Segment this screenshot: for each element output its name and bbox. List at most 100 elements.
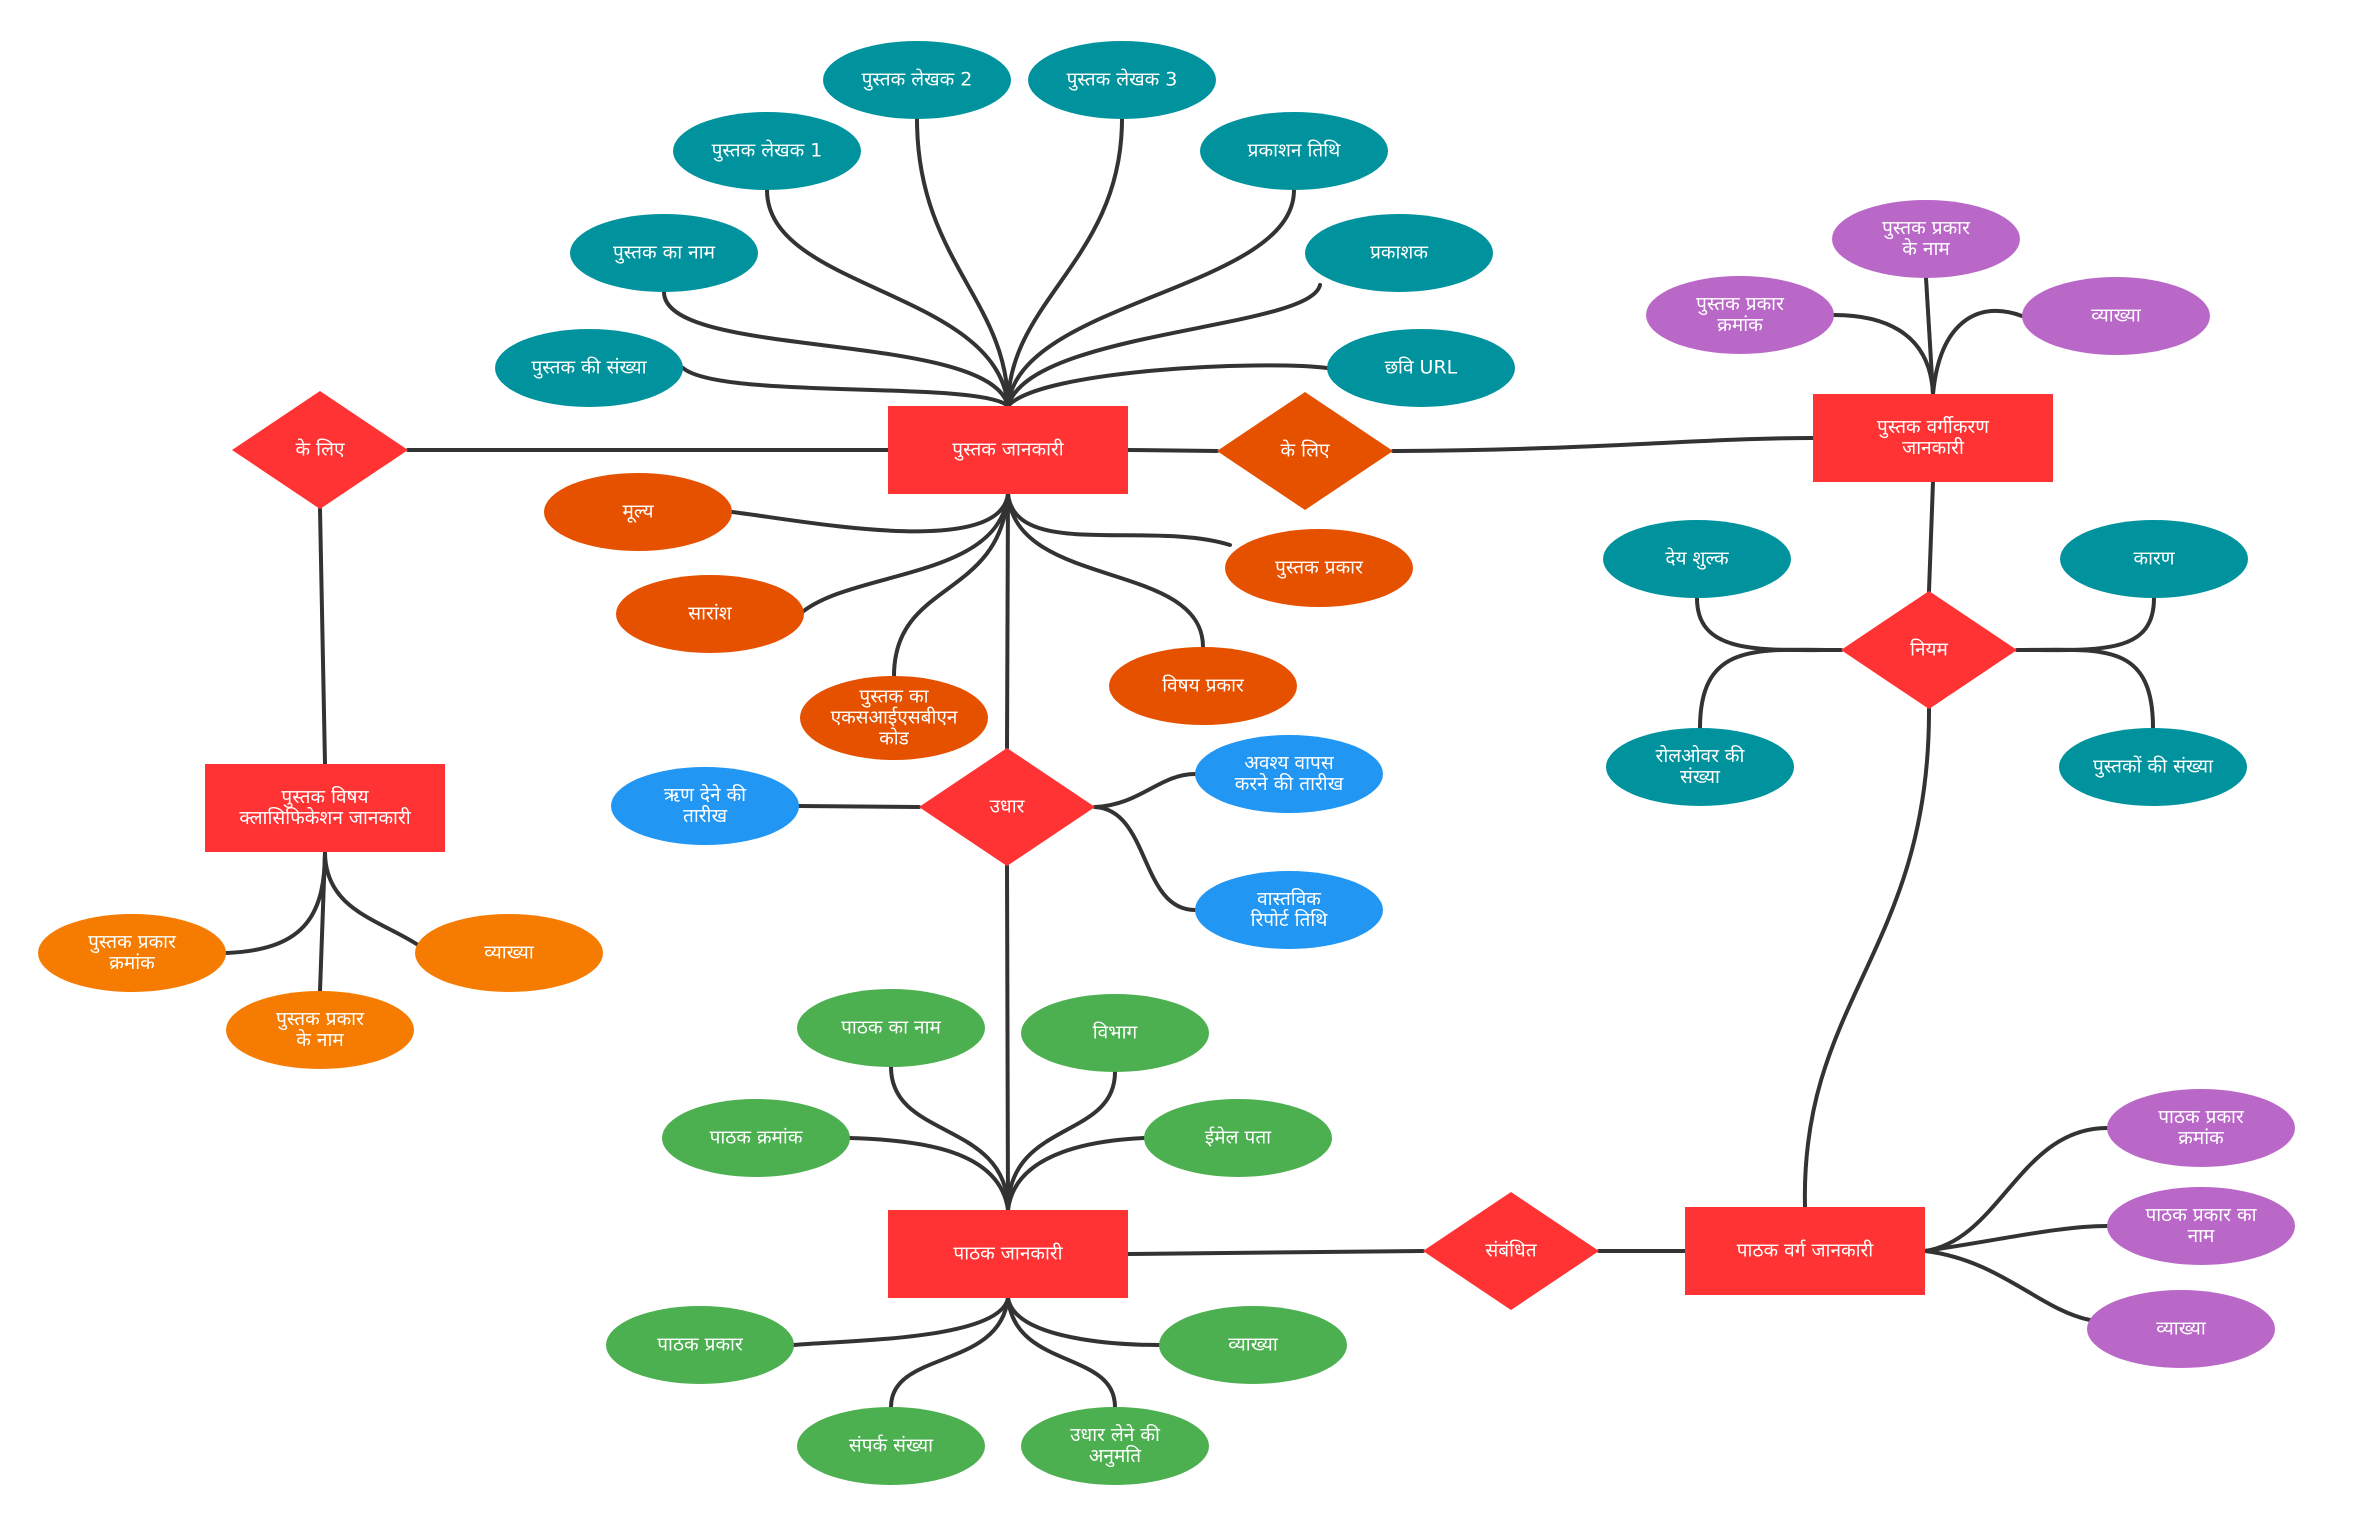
attribute-label: सारांश xyxy=(688,603,732,625)
connector-line xyxy=(2015,647,2155,730)
attribute-books-count[interactable]: पुस्तकों की संख्या xyxy=(2059,728,2247,806)
attribute-shape xyxy=(611,767,799,845)
attribute-reader-no[interactable]: पाठक क्रमांक xyxy=(662,1099,850,1177)
attribute-subj-desc[interactable]: व्याख्या xyxy=(415,914,603,992)
attribute-reader-desc[interactable]: व्याख्या xyxy=(1159,1306,1347,1384)
connector-line xyxy=(1006,1070,1117,1212)
attribute-label: पाठक क्रमांक xyxy=(710,1127,803,1149)
attribute-shape xyxy=(797,1407,985,1485)
attribute-shape xyxy=(1109,647,1297,725)
connector-line xyxy=(662,290,1010,408)
relationship-rel-borrow[interactable]: उधार xyxy=(919,748,1095,866)
attribute-book-number[interactable]: पुस्तक की संख्या xyxy=(495,329,683,407)
attribute-cls-type-no[interactable]: पुस्तक प्रकारक्रमांक xyxy=(1646,276,1834,354)
relationship-label: के लिए xyxy=(296,438,345,461)
attribute-borrow-perm[interactable]: उधार लेने कीअनुमति xyxy=(1021,1407,1209,1485)
attribute-book-author1[interactable]: पुस्तक लेखक 1 xyxy=(673,112,861,190)
attribute-book-author2[interactable]: पुस्तक लेखक 2 xyxy=(823,41,1011,119)
attribute-label: ऋण देने की xyxy=(664,783,747,806)
attribute-label: प्रकाशक xyxy=(1370,242,1428,264)
relationship-shape xyxy=(919,748,1095,866)
attribute-label: वास्तविक xyxy=(1257,887,1321,910)
relationship-rel-rule[interactable]: नियम xyxy=(1841,591,2017,709)
attribute-image-url[interactable]: छवि URL xyxy=(1327,329,1515,407)
attribute-shape xyxy=(226,991,414,1069)
attribute-email[interactable]: ईमेल पता xyxy=(1144,1099,1332,1177)
attribute-department[interactable]: विभाग xyxy=(1021,994,1209,1072)
attribute-subj-type-name[interactable]: पुस्तक प्रकारके नाम xyxy=(226,991,414,1069)
attribute-label: पाठक प्रकार का xyxy=(2145,1204,2257,1226)
attribute-shape xyxy=(1327,329,1515,407)
attribute-shape xyxy=(2022,277,2210,355)
attribute-actual-return[interactable]: वास्तविकरिपोर्ट तिथि xyxy=(1195,871,1383,949)
attribute-label: पुस्तक प्रकार xyxy=(88,931,177,954)
entity-subject-class-info[interactable]: पुस्तक विषयक्लासिफिकेशन जानकारी xyxy=(205,764,445,852)
diagram-nodes: पुस्तक जानकारीपुस्तक वर्गीकरणजानकारीपुस्… xyxy=(38,41,2295,1485)
attribute-price[interactable]: मूल्य xyxy=(544,473,732,551)
attribute-shape xyxy=(1195,735,1383,813)
attribute-overdue-fee[interactable]: देय शुल्क xyxy=(1603,520,1791,598)
attribute-book-author3[interactable]: पुस्तक लेखक 3 xyxy=(1028,41,1216,119)
attribute-shape xyxy=(616,575,804,653)
attribute-label: पुस्तक लेखक 1 xyxy=(712,139,823,163)
attribute-reader-type[interactable]: पाठक प्रकार xyxy=(606,1306,794,1384)
attribute-publisher[interactable]: प्रकाशक xyxy=(1305,214,1493,292)
attribute-summary[interactable]: सारांश xyxy=(616,575,804,653)
attribute-cls-desc[interactable]: व्याख्या xyxy=(2022,277,2210,355)
connector-line xyxy=(1005,492,1010,750)
attribute-book-type[interactable]: पुस्तक प्रकार xyxy=(1225,529,1413,607)
attribute-reader-name[interactable]: पाठक का नाम xyxy=(797,989,985,1067)
entity-label: पुस्तक वर्गीकरण xyxy=(1877,415,1989,439)
connector-line xyxy=(1923,1224,2109,1253)
attribute-loan-date[interactable]: ऋण देने कीतारीख xyxy=(611,767,799,845)
relationship-rel-belongs[interactable]: संबंधित xyxy=(1423,1192,1599,1310)
attribute-label: पुस्तक लेखक 3 xyxy=(1067,68,1178,92)
attribute-shape xyxy=(544,473,732,551)
attribute-shape xyxy=(1144,1099,1332,1177)
entity-reader-class-info[interactable]: पाठक वर्ग जानकारी xyxy=(1685,1207,1925,1295)
relationship-label: के लिए xyxy=(1281,439,1330,462)
connector-line xyxy=(318,507,327,766)
attribute-cls-type-name[interactable]: पुस्तक प्रकारके नाम xyxy=(1832,200,2020,278)
attribute-reason[interactable]: कारण xyxy=(2060,520,2248,598)
attribute-rc-type-name[interactable]: पाठक प्रकार कानाम xyxy=(2107,1187,2295,1265)
entity-label: क्लासिफिकेशन जानकारी xyxy=(239,806,411,829)
entity-shape xyxy=(888,1210,1128,1298)
connector-line xyxy=(1695,596,1843,653)
relationship-label: उधार xyxy=(990,796,1026,818)
attribute-subject-type[interactable]: विषय प्रकार xyxy=(1109,647,1297,725)
entity-shape xyxy=(1813,394,2053,482)
attribute-label: संपर्क संख्या xyxy=(849,1434,934,1457)
attribute-label: क्रमांक xyxy=(2178,1127,2224,1149)
entity-reader-info[interactable]: पाठक जानकारी xyxy=(888,1210,1128,1298)
relationship-rel-right[interactable]: के लिए xyxy=(1217,392,1393,510)
attribute-pub-date[interactable]: प्रकाशन तिथि xyxy=(1200,112,1388,190)
relationship-label: संबंधित xyxy=(1485,1239,1537,1262)
connector-line xyxy=(1093,772,1197,809)
attribute-contact-no[interactable]: संपर्क संख्या xyxy=(797,1407,985,1485)
attribute-shape xyxy=(1832,200,2020,278)
attribute-rc-desc[interactable]: व्याख्या xyxy=(2087,1290,2275,1368)
attribute-shape xyxy=(1021,994,1209,1072)
attribute-shape xyxy=(1028,41,1216,119)
connector-line xyxy=(892,492,1010,678)
relationship-rel-left[interactable]: के लिए xyxy=(232,391,408,509)
attribute-shape xyxy=(1021,1407,1209,1485)
attribute-label: नाम xyxy=(2188,1225,2215,1247)
attribute-label: पुस्तक प्रकार xyxy=(1882,217,1971,240)
attribute-book-name[interactable]: पुस्तक का नाम xyxy=(570,214,758,292)
entity-book-info[interactable]: पुस्तक जानकारी xyxy=(888,406,1128,494)
connector-line xyxy=(681,366,1010,408)
attribute-rollover-count[interactable]: रोलओवर कीसंख्या xyxy=(1606,728,1794,806)
attribute-subj-type-no[interactable]: पुस्तक प्रकारक्रमांक xyxy=(38,914,226,992)
attribute-label: क्रमांक xyxy=(109,952,155,974)
attribute-label: पुस्तक प्रकार xyxy=(1275,557,1364,580)
attribute-label: रोलओवर की xyxy=(1656,744,1746,767)
attribute-shape xyxy=(1225,529,1413,607)
attribute-isbn[interactable]: पुस्तक काएकसआईएसबीएनकोड xyxy=(800,676,988,760)
attribute-label: पुस्तक प्रकार xyxy=(1696,293,1785,316)
attribute-rc-type-no[interactable]: पाठक प्रकारक्रमांक xyxy=(2107,1089,2295,1167)
